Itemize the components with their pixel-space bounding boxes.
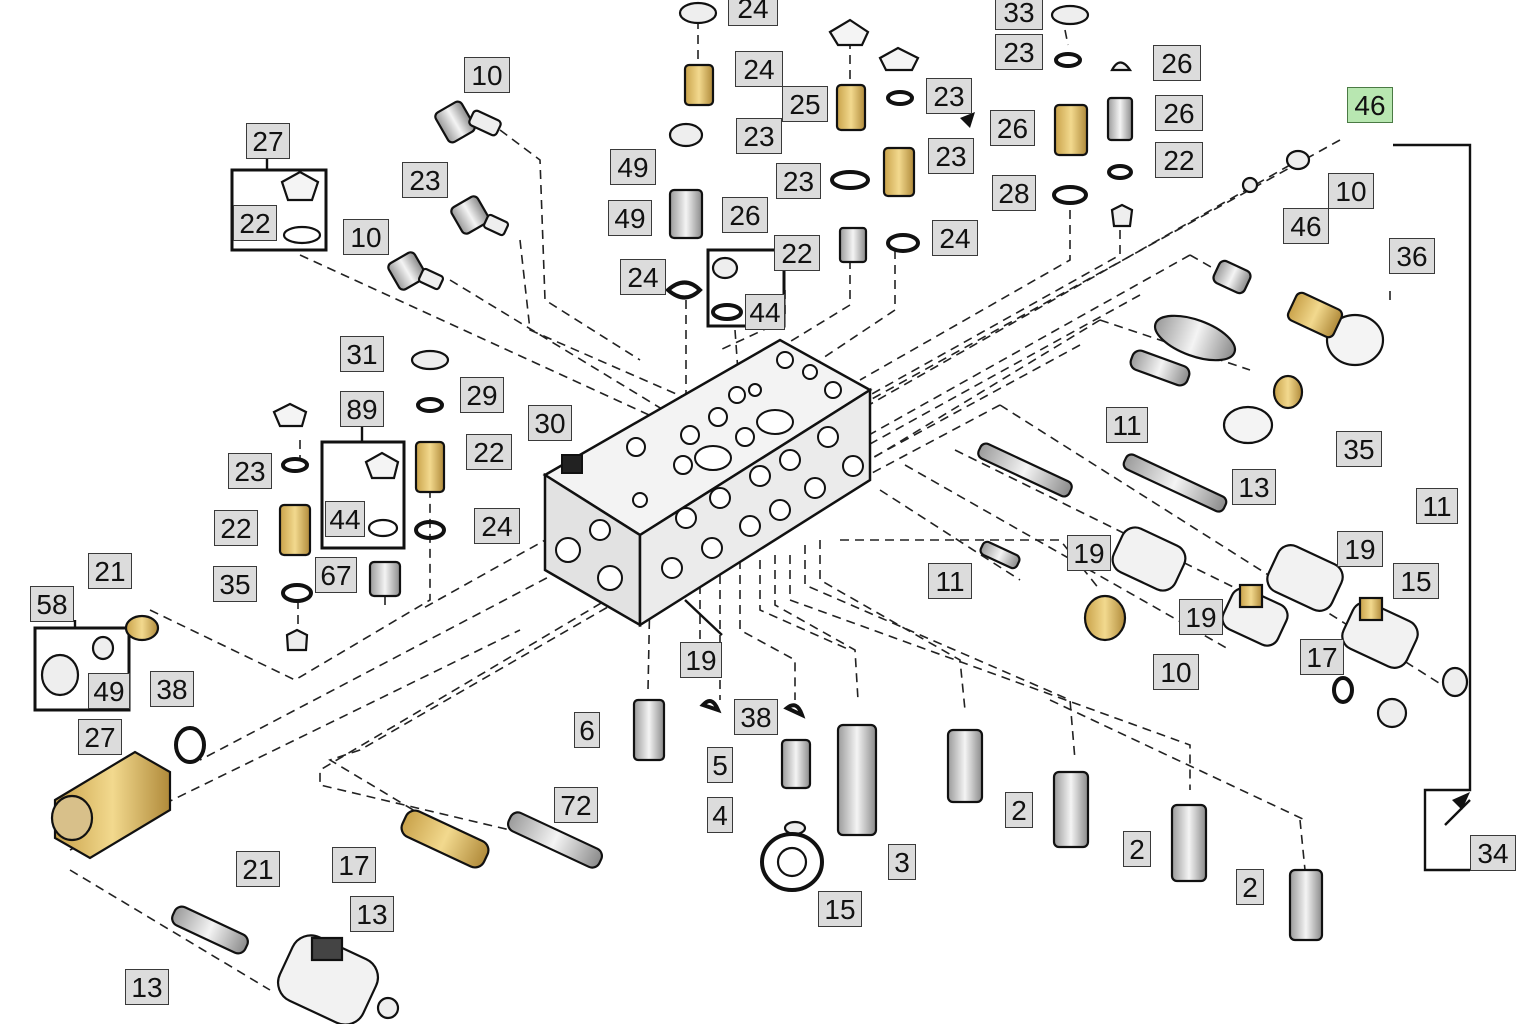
callout-label: 67 xyxy=(315,557,357,593)
callout-label: 49 xyxy=(610,149,656,185)
callout-label: 27 xyxy=(78,719,122,755)
callout-label: 22 xyxy=(774,235,820,271)
callout-label: 27 xyxy=(246,123,290,159)
callout-label: 10 xyxy=(1328,173,1374,209)
callout-label: 23 xyxy=(228,453,272,489)
callout-label: 11 xyxy=(928,563,972,599)
callout-label-highlighted: 46 xyxy=(1347,87,1393,123)
callout-label: 22 xyxy=(214,510,258,546)
callout-label: 46 xyxy=(1283,208,1329,244)
fitting-parts-bottom xyxy=(171,599,1324,1024)
callout-label: 33 xyxy=(995,0,1043,30)
callout-label: 23 xyxy=(928,138,974,174)
callout-label: 22 xyxy=(466,434,512,470)
callout-connector xyxy=(960,112,1472,872)
callout-label: 72 xyxy=(554,787,598,823)
callout-label: 24 xyxy=(735,51,783,87)
callout-label: 13 xyxy=(350,896,394,932)
callout-label: 44 xyxy=(325,501,365,537)
fitting-stack-left xyxy=(272,349,450,652)
callout-label: 36 xyxy=(1389,238,1435,274)
callout-label: 22 xyxy=(1155,142,1203,178)
callout-label: 19 xyxy=(1337,531,1383,567)
callout-label: 23 xyxy=(995,34,1043,70)
callout-label: 21 xyxy=(236,851,280,887)
callout-label: 34 xyxy=(1470,835,1516,871)
callout-label: 26 xyxy=(990,110,1035,146)
callout-label: 21 xyxy=(88,553,132,589)
callout-label: 28 xyxy=(992,175,1036,211)
valve-manifold-block xyxy=(542,338,873,628)
callout-label: 2 xyxy=(1236,869,1264,905)
callout-label: 2 xyxy=(1123,831,1151,867)
callout-label: 10 xyxy=(464,57,510,93)
callout-label: 19 xyxy=(1067,535,1111,571)
callout-label: 38 xyxy=(734,699,778,735)
callout-label: 15 xyxy=(1393,563,1439,599)
callout-label: 24 xyxy=(728,0,778,26)
callout-label: 38 xyxy=(150,671,194,707)
callout-label: 5 xyxy=(707,747,733,783)
callout-label: 13 xyxy=(1232,469,1276,505)
callout-label: 2 xyxy=(1005,792,1033,828)
callout-label: 49 xyxy=(608,200,652,236)
parts xyxy=(40,1,1469,1024)
callout-label: 23 xyxy=(776,163,821,199)
callout-label: 58 xyxy=(30,586,74,622)
callout-label: 15 xyxy=(818,891,862,927)
callout-label: 35 xyxy=(213,566,257,602)
callout-label: 23 xyxy=(402,162,448,198)
callout-label: 44 xyxy=(745,294,785,330)
callout-label: 11 xyxy=(1416,488,1458,524)
callout-label: 4 xyxy=(707,797,733,833)
fitting-part xyxy=(280,1,1134,321)
callout-label: 17 xyxy=(1300,639,1344,675)
callout-label: 6 xyxy=(574,712,600,748)
callout-label: 31 xyxy=(340,336,384,372)
callout-label: 26 xyxy=(1155,95,1203,131)
callout-label: 25 xyxy=(782,86,828,122)
fitting-parts-left xyxy=(40,614,206,860)
callout-label: 11 xyxy=(1106,407,1148,443)
callout-label: 22 xyxy=(233,205,277,241)
bolt-part xyxy=(387,100,510,291)
callout-label: 13 xyxy=(125,969,169,1005)
callout-label: 19 xyxy=(680,642,722,678)
callout-label: 24 xyxy=(620,259,666,295)
callout-label: 17 xyxy=(332,847,376,883)
callout-label: 10 xyxy=(343,219,389,255)
callout-label: 19 xyxy=(1179,599,1223,635)
callout-label: 24 xyxy=(474,508,520,544)
callout-label: 30 xyxy=(528,405,572,441)
callout-label: 10 xyxy=(1153,654,1199,690)
callout-label: 23 xyxy=(736,118,782,154)
callout-label: 49 xyxy=(88,673,130,709)
callout-label: 26 xyxy=(722,197,768,233)
callout-label: 24 xyxy=(932,220,978,256)
callout-label: 26 xyxy=(1153,45,1201,81)
fitting-parts-right xyxy=(977,149,1469,729)
callout-label: 23 xyxy=(926,78,972,114)
callout-label: 3 xyxy=(888,844,916,880)
callout-label: 29 xyxy=(460,377,504,413)
callout-label: 89 xyxy=(340,391,384,427)
callout-label: 35 xyxy=(1336,431,1382,467)
